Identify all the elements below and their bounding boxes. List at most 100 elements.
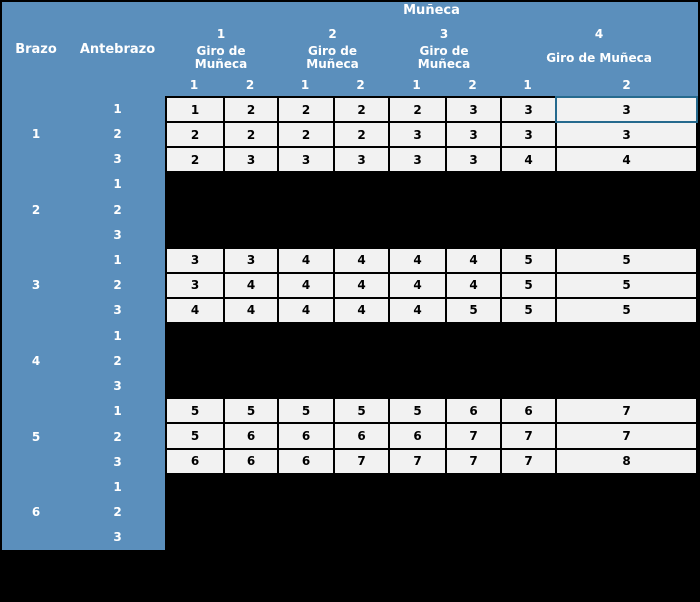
score-cell[interactable]: 4 — [225, 298, 277, 322]
score-cell[interactable]: 7 — [447, 424, 500, 448]
score-cell[interactable]: 1 — [167, 98, 223, 122]
score-cell[interactable]: 3 — [502, 123, 555, 147]
score-cell[interactable]: 3 — [225, 248, 277, 272]
score-cell[interactable]: 3 — [502, 98, 555, 122]
masked-cell — [335, 223, 388, 247]
score-cell[interactable]: 4 — [390, 298, 445, 322]
score-cell[interactable]: 5 — [502, 273, 555, 297]
score-cell[interactable]: 2 — [390, 98, 445, 122]
masked-cell — [557, 474, 696, 498]
score-cell[interactable]: 7 — [447, 449, 500, 473]
score-cell[interactable]: 2 — [279, 123, 333, 147]
score-cell[interactable]: 5 — [557, 273, 696, 297]
score-cell[interactable]: 4 — [167, 298, 223, 322]
wrist-group-number: 4 — [594, 27, 604, 41]
score-cell[interactable]: 3 — [167, 273, 223, 297]
score-cell[interactable]: 7 — [557, 424, 696, 448]
masked-cell — [390, 323, 445, 348]
muneca-title: Muñeca — [403, 3, 460, 18]
score-cell[interactable]: 2 — [167, 123, 223, 147]
masked-cell — [447, 524, 500, 548]
score-cell[interactable]: 2 — [279, 98, 333, 122]
score-cell[interactable]: 4 — [279, 298, 333, 322]
masked-cell — [167, 524, 223, 548]
score-cell[interactable]: 6 — [279, 449, 333, 473]
masked-cell — [502, 349, 555, 373]
score-cell[interactable]: 5 — [335, 399, 388, 423]
score-cell[interactable]: 4 — [335, 248, 388, 272]
score-cell[interactable]: 4 — [335, 298, 388, 322]
score-cell[interactable]: 6 — [335, 424, 388, 448]
score-cell[interactable]: 5 — [557, 248, 696, 272]
masked-cell — [279, 223, 333, 247]
giro-sub-column-number: 1 — [523, 78, 532, 92]
antebrazo-row-label: 2 — [113, 202, 122, 217]
score-cell[interactable]: 4 — [447, 248, 500, 272]
score-cell[interactable]: 5 — [167, 399, 223, 423]
score-cell[interactable]: 3 — [447, 98, 500, 122]
score-cell[interactable]: 8 — [557, 449, 696, 473]
score-cell[interactable]: 5 — [502, 248, 555, 272]
antebrazo-row-label: 3 — [113, 227, 122, 242]
score-cell[interactable]: 6 — [390, 424, 445, 448]
score-cell[interactable]: 2 — [335, 98, 388, 122]
score-cell[interactable]: 3 — [447, 123, 500, 147]
giro-sub-column-number: 2 — [245, 78, 255, 92]
score-cell[interactable]: 5 — [502, 298, 555, 322]
score-cell[interactable]: 6 — [279, 424, 333, 448]
score-cell[interactable]: 5 — [167, 424, 223, 448]
score-cell[interactable]: 7 — [557, 399, 696, 423]
score-cell[interactable]: 3 — [557, 123, 696, 147]
score-cell[interactable]: 5 — [447, 298, 500, 322]
score-cell[interactable]: 5 — [225, 399, 277, 423]
score-cell[interactable]: 3 — [390, 123, 445, 147]
score-cell[interactable]: 2 — [225, 123, 277, 147]
score-cell[interactable]: 4 — [447, 273, 500, 297]
score-cell[interactable]: 7 — [335, 449, 388, 473]
score-cell[interactable]: 6 — [167, 449, 223, 473]
score-cell[interactable]: 5 — [557, 298, 696, 322]
score-cell[interactable]: 4 — [335, 273, 388, 297]
score-cell[interactable]: 6 — [502, 399, 555, 423]
score-cell[interactable]: 3 — [390, 148, 445, 172]
score-cell[interactable]: 3 — [167, 248, 223, 272]
score-cell[interactable]: 4 — [279, 273, 333, 297]
masked-cell — [557, 349, 696, 373]
masked-cell — [502, 374, 555, 398]
score-cell[interactable]: 6 — [225, 424, 277, 448]
antebrazo-row-label: 1 — [113, 177, 122, 192]
score-cell[interactable]: 4 — [279, 248, 333, 272]
score-cell[interactable]: 4 — [390, 248, 445, 272]
score-cell[interactable]: 5 — [279, 399, 333, 423]
score-cell[interactable]: 6 — [225, 449, 277, 473]
antebrazo-row-label: 2 — [113, 505, 122, 520]
antebrazo-row-label: 3 — [113, 152, 122, 167]
score-cell[interactable]: 4 — [390, 273, 445, 297]
score-cell[interactable]: 3 — [225, 148, 277, 172]
score-cell[interactable]: 2 — [167, 148, 223, 172]
score-cell[interactable]: 2 — [225, 98, 277, 122]
score-cell[interactable]: 4 — [557, 148, 696, 172]
masked-cell — [390, 374, 445, 398]
score-cell[interactable]: 7 — [502, 449, 555, 473]
masked-cell — [390, 173, 445, 197]
score-cell[interactable]: 3 — [447, 148, 500, 172]
masked-cell — [225, 198, 277, 222]
score-cell[interactable]: 5 — [390, 399, 445, 423]
score-cell[interactable]: 4 — [225, 273, 277, 297]
score-cell[interactable]: 7 — [390, 449, 445, 473]
masked-cell — [557, 524, 696, 548]
score-cell[interactable]: 6 — [447, 399, 500, 423]
selected-score-cell[interactable]: 3 — [557, 98, 696, 122]
score-cell[interactable]: 4 — [502, 148, 555, 172]
score-cell[interactable]: 3 — [335, 148, 388, 172]
score-cell[interactable]: 3 — [279, 148, 333, 172]
score-cell[interactable]: 2 — [335, 123, 388, 147]
score-cell[interactable]: 7 — [502, 424, 555, 448]
brazo-group-label: 5 — [31, 429, 41, 444]
